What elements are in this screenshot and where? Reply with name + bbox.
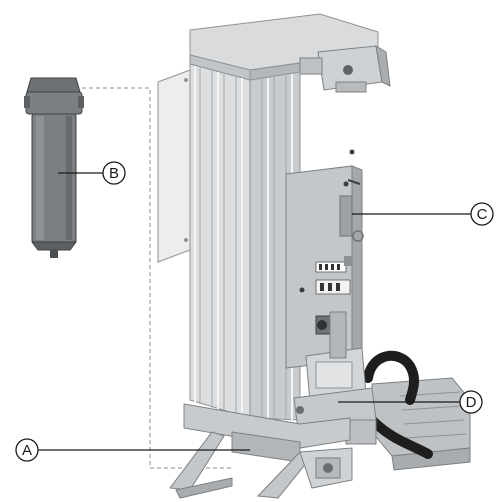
separate-filter-unit <box>24 77 84 258</box>
top-valve-block <box>299 45 391 93</box>
base-frame <box>169 403 353 499</box>
callout-d-letter: D <box>466 394 477 411</box>
callout-c-letter: C <box>477 206 488 223</box>
callout-c: C <box>352 202 494 226</box>
callout-a-letter: A <box>22 442 32 459</box>
callout-d: D <box>338 390 483 414</box>
side-panel <box>157 69 191 263</box>
callout-b-letter: B <box>109 165 119 182</box>
adsorption-tower-columns <box>189 63 301 421</box>
callout-b: B <box>58 161 126 185</box>
compressor-assembly <box>293 311 471 471</box>
callout-a: A <box>15 438 250 462</box>
control-panel <box>285 149 364 369</box>
